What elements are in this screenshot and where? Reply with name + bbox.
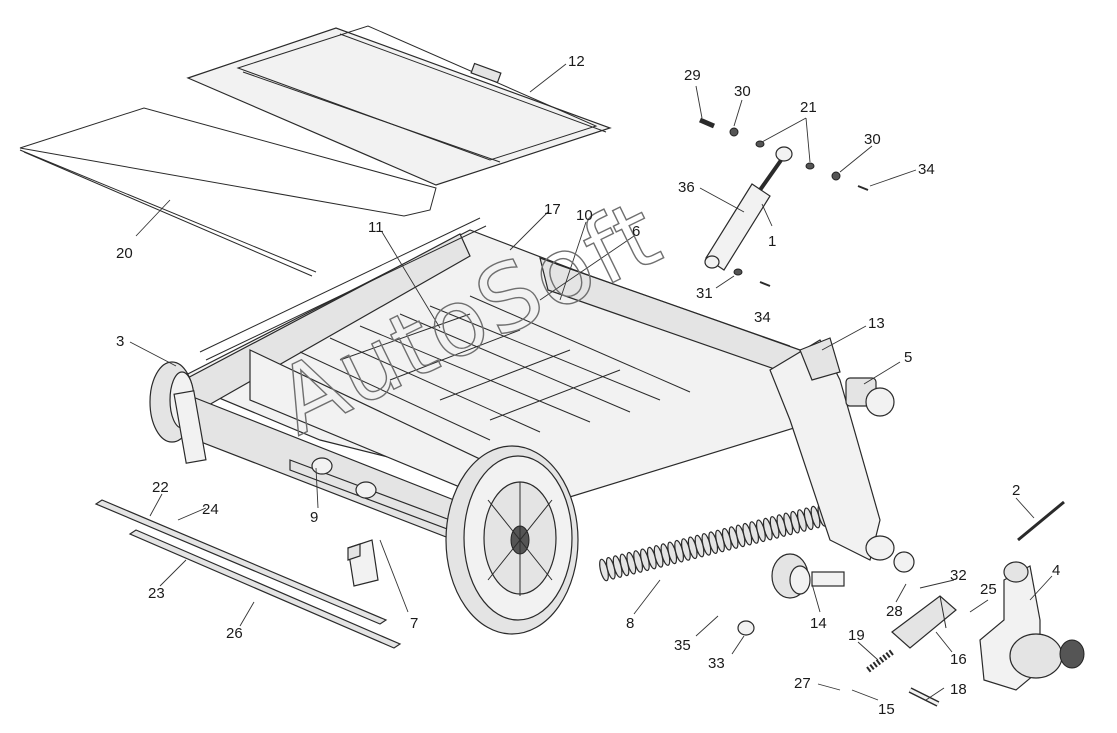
part-2-rod	[1017, 500, 1065, 542]
callout-23: 23	[148, 585, 165, 602]
callout-12: 12	[568, 53, 585, 70]
callout-7: 7	[410, 615, 418, 632]
part-12-cover-panel	[186, 25, 612, 186]
callout-14: 14	[810, 615, 827, 632]
callout-24: 24	[202, 501, 219, 518]
callout-32: 32	[950, 567, 967, 584]
part-23-bar	[128, 529, 402, 649]
callout-6: 6	[632, 223, 640, 240]
callout-25: 25	[980, 581, 997, 598]
callout-34-right: 34	[918, 161, 935, 178]
part-19-small-spring	[866, 649, 894, 673]
callout-1: 1	[768, 233, 776, 250]
part-18-pin	[908, 687, 940, 707]
callout-13: 13	[868, 315, 885, 332]
callout-30-right: 30	[864, 131, 881, 148]
part-13-right-bracket	[769, 337, 915, 573]
hardware-pins-washers	[699, 117, 869, 287]
callout-15: 15	[878, 701, 895, 718]
callout-27: 27	[794, 675, 811, 692]
callout-10: 10	[576, 207, 593, 224]
part-5-roller	[845, 377, 895, 417]
part-33-washer	[737, 620, 755, 636]
part-7-bracket	[347, 539, 379, 587]
part-16-plate	[891, 595, 957, 649]
callout-3: 3	[116, 333, 124, 350]
leader-lines	[129, 63, 1053, 701]
callout-16: 16	[950, 651, 967, 668]
part-20-sheet	[19, 107, 437, 277]
callout-17: 17	[544, 201, 561, 218]
callout-34-mid: 34	[754, 309, 771, 326]
part-36-hydraulic-cylinder	[704, 146, 793, 271]
callout-22: 22	[152, 479, 169, 496]
part-14-sprocket	[771, 553, 845, 599]
callout-9: 9	[310, 509, 318, 526]
part-3-left-drum	[149, 361, 207, 464]
callout-36: 36	[678, 179, 695, 196]
callout-28: 28	[886, 603, 903, 620]
callout-26: 26	[226, 625, 243, 642]
callout-31: 31	[696, 285, 713, 302]
callout-labels: 1 2 3 4 5 6 7 8 9 10 11 12 13 14 15 16 1…	[116, 53, 1060, 718]
callout-35: 35	[674, 637, 691, 654]
large-pulley-wheel	[445, 445, 579, 635]
callout-8: 8	[626, 615, 634, 632]
callout-30-upper: 30	[734, 83, 751, 100]
part-4-gearmotor	[979, 561, 1085, 691]
callout-2: 2	[1012, 482, 1020, 499]
callout-4: 4	[1052, 562, 1060, 579]
callout-18: 18	[950, 681, 967, 698]
callout-19: 19	[848, 627, 865, 644]
callout-5: 5	[904, 349, 912, 366]
callout-33: 33	[708, 655, 725, 672]
callout-20: 20	[116, 245, 133, 262]
callout-21: 21	[800, 99, 817, 116]
part-11-beater-bars	[299, 295, 691, 441]
callout-29: 29	[684, 67, 701, 84]
callout-11: 11	[368, 219, 384, 236]
part-22-bar	[94, 499, 388, 625]
